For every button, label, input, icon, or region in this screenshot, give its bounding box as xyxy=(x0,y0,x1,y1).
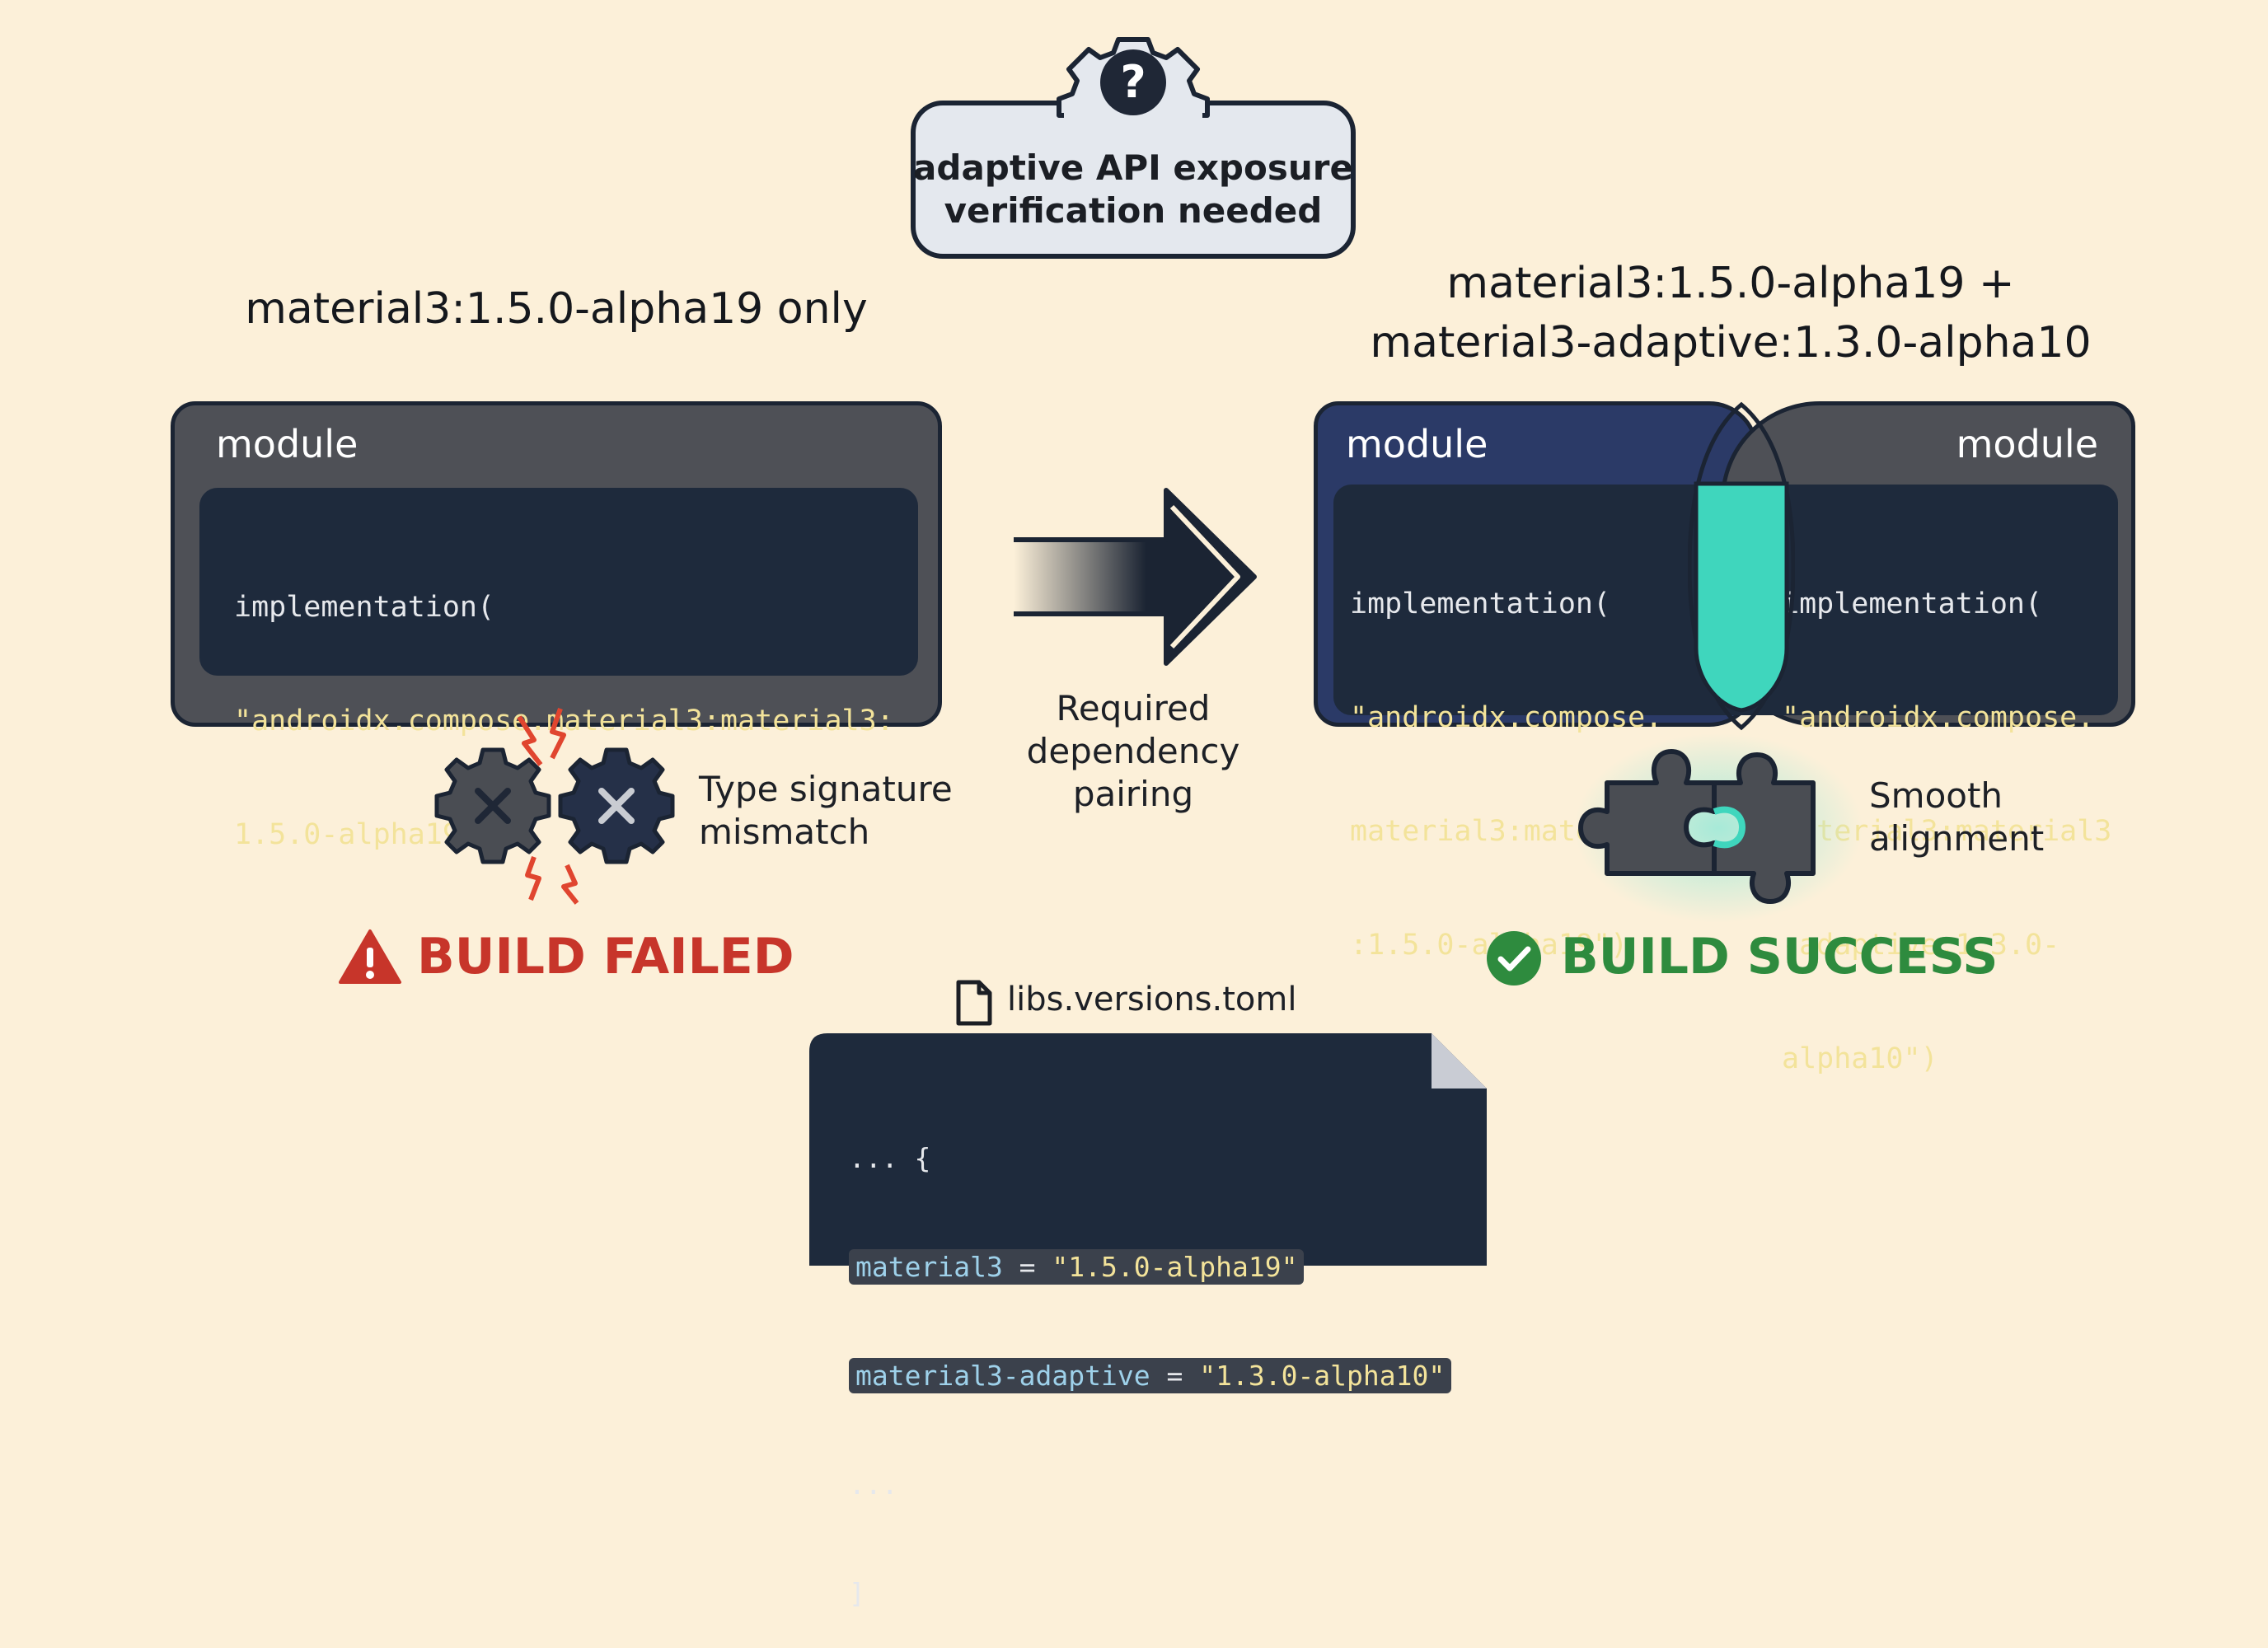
right-module-b-label: module xyxy=(1956,422,2098,466)
right-code-a-line-2: "androidx.compose. xyxy=(1350,701,1663,734)
toml-key-adaptive: material3-adaptive xyxy=(855,1360,1150,1392)
badge-line-1: adaptive API exposure xyxy=(913,147,1353,188)
svg-text:?: ? xyxy=(1120,56,1146,108)
left-caption-line-1: Type signature xyxy=(699,769,953,809)
toml-filename: libs.versions.toml xyxy=(1007,981,1297,1018)
toml-line-5: ] xyxy=(849,1577,865,1609)
left-code-line-1: implementation( xyxy=(234,591,495,624)
file-icon xyxy=(956,980,992,1026)
build-success-status: BUILD SUCCESS xyxy=(1561,928,1999,986)
left-module-box: module implementation( "androidx.compose… xyxy=(171,401,942,851)
right-caption-line-2: alignment xyxy=(1869,818,2045,859)
question-gear-icon: ? xyxy=(1057,37,1210,119)
question-badge-text: adaptive API exposure verification neede… xyxy=(913,147,1353,232)
toml-val-adaptive: "1.3.0-alpha10" xyxy=(1199,1360,1446,1392)
build-failed-status: BUILD FAILED xyxy=(417,928,794,986)
right-code-b-line-2: "androidx.compose. xyxy=(1782,701,2095,734)
badge-line-2: verification needed xyxy=(944,190,1323,231)
right-title-line-1: material3:1.5.0-alpha19 + xyxy=(1446,259,2015,308)
right-caption: Smooth alignment xyxy=(1869,775,2044,860)
broken-gears-icon xyxy=(434,707,675,905)
gear-x-right-icon xyxy=(558,747,675,864)
overlap-joint-shape xyxy=(1688,401,1795,731)
left-caption: Type signature mismatch xyxy=(699,768,953,854)
toml-line-2: material3 = "1.5.0-alpha19" xyxy=(849,1249,1451,1285)
toml-key-material3: material3 xyxy=(855,1251,1003,1283)
right-code-b-line-4: -adaptive:1.3.0- xyxy=(1782,929,2060,962)
toml-line-3: material3-adaptive = "1.3.0-alpha10" xyxy=(849,1358,1452,1394)
question-badge-shape: ? xyxy=(911,37,1356,259)
check-circle-icon xyxy=(1487,931,1541,986)
toml-val-material3: "1.5.0-alpha19" xyxy=(1052,1251,1298,1283)
middle-caption: Required dependency pairing xyxy=(989,687,1277,816)
toml-line-4: ... xyxy=(849,1468,898,1501)
middle-caption-line-3: pairing xyxy=(1072,774,1194,814)
middle-caption-line-1: Required xyxy=(1056,688,1211,728)
left-title: material3:1.5.0-alpha19 only xyxy=(245,284,868,334)
right-title-line-2: material3-adaptive:1.3.0-alpha10 xyxy=(1370,318,2092,368)
right-module-a-label: module xyxy=(1346,422,1488,466)
right-caption-line-1: Smooth xyxy=(1869,775,2003,816)
puzzle-pieces-icon xyxy=(1574,733,1863,923)
toml-eq-1: = xyxy=(1002,1251,1052,1283)
gear-x-left-icon xyxy=(434,747,551,864)
right-code-a-line-1: implementation( xyxy=(1350,588,1611,620)
arrow-right-icon xyxy=(1014,488,1257,666)
lightning-icon xyxy=(517,707,579,905)
right-title: material3:1.5.0-alpha19 + material3-adap… xyxy=(1319,254,2143,372)
middle-caption-line-2: dependency xyxy=(1026,731,1240,771)
right-code-b-line-1: implementation( xyxy=(1782,588,2043,620)
left-caption-line-2: mismatch xyxy=(699,812,870,852)
left-module-label: module xyxy=(216,422,358,466)
left-code-panel: implementation( "androidx.compose.materi… xyxy=(199,488,918,851)
toml-line-1: ... { xyxy=(849,1142,931,1174)
toml-code: ... { material3 = "1.5.0-alpha19" materi… xyxy=(849,1068,1452,1648)
left-code-line-2: "androidx.compose.material3:material3: xyxy=(234,705,894,737)
toml-eq-2: = xyxy=(1150,1360,1200,1392)
toml-file-shape xyxy=(809,1033,1487,1266)
right-code-panel-b: implementation( "androidx.compose. mater… xyxy=(1755,485,2118,1075)
right-code-b-line-5: alpha10") xyxy=(1782,1042,1938,1075)
warning-icon xyxy=(339,929,401,984)
